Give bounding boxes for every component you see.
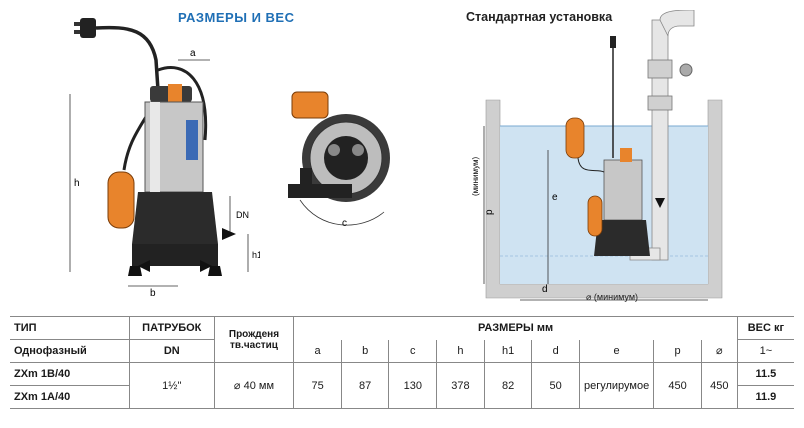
dim-header: b bbox=[340, 339, 389, 363]
col-solids-line1: Прожденя bbox=[228, 328, 280, 340]
label-h: h bbox=[74, 178, 80, 189]
dim-value: 378 bbox=[436, 362, 485, 409]
phase-label: Однофазный bbox=[10, 339, 130, 363]
weight-sub: 1~ bbox=[736, 339, 794, 363]
col-dims: РАЗМЕРЫ мм bbox=[293, 316, 738, 340]
col-type: ТИП bbox=[10, 316, 130, 340]
table-row: ZXm 1A/40 11.9 bbox=[10, 385, 794, 409]
dim-header: a bbox=[293, 339, 342, 363]
header-row: ТИП ПАТРУБОК Прожденя тв.частиц РАЗМЕРЫ … bbox=[10, 316, 794, 363]
installation-diagram: p (минимум) e d ⌀ (минимум) bbox=[471, 10, 723, 302]
solids-value: ⌀ 40 мм bbox=[213, 362, 294, 409]
dim-header: c bbox=[388, 339, 437, 363]
dim-value: 130 bbox=[388, 362, 437, 409]
dim-value: 50 bbox=[531, 362, 580, 409]
label-b: b bbox=[150, 288, 156, 299]
dim-value: регулирумое bbox=[578, 362, 654, 409]
dim-value: 82 bbox=[483, 362, 532, 409]
dim-value: 87 bbox=[340, 362, 389, 409]
label-dn: DN bbox=[236, 210, 249, 220]
col-solids: Прожденя тв.частиц bbox=[213, 316, 294, 363]
label-h1: h1 bbox=[252, 250, 260, 260]
weight-value: 11.9 bbox=[736, 385, 794, 409]
dim-value: 75 bbox=[293, 362, 342, 409]
float-switch bbox=[107, 171, 135, 229]
col-outlet: ПАТРУБОК bbox=[128, 316, 215, 340]
model-name: ZXm 1A/40 bbox=[10, 385, 130, 409]
specs-table: ТИП ПАТРУБОК Прожденя тв.частиц РАЗМЕРЫ … bbox=[10, 316, 794, 409]
page-title: РАЗМЕРЫ И ВЕС bbox=[178, 10, 295, 25]
outlet-value: 1½" bbox=[128, 362, 215, 409]
table-row: ZXm 1B/40 1½" ⌀ 40 мм 75 87 130 378 82 5… bbox=[10, 362, 794, 409]
label-d: d bbox=[542, 284, 548, 295]
dim-value: 450 bbox=[653, 362, 702, 409]
col-weight: ВЕС кг bbox=[736, 316, 794, 340]
outlet-sub: DN bbox=[128, 339, 215, 363]
model-name: ZXm 1B/40 bbox=[10, 362, 130, 386]
dim-header: h1 bbox=[483, 339, 532, 363]
dim-header: d bbox=[531, 339, 580, 363]
label-e: e bbox=[552, 192, 558, 203]
label-p-min: (минимум) bbox=[471, 156, 480, 196]
label-a: a bbox=[190, 48, 196, 59]
label-diam-min: ⌀ (минимум) bbox=[586, 292, 638, 302]
plug-icon bbox=[74, 18, 160, 91]
dim-value: 450 bbox=[700, 362, 738, 409]
weight-value: 11.5 bbox=[736, 362, 794, 386]
label-c: c bbox=[342, 218, 347, 229]
pump-top-view: c bbox=[288, 91, 390, 229]
subheader-row: Однофазный DN a b c h h1 d e p ⌀ 1~ bbox=[10, 339, 794, 363]
label-p: p bbox=[484, 209, 495, 215]
dim-header: ⌀ bbox=[700, 339, 738, 363]
dim-header: h bbox=[436, 339, 485, 363]
install-title: Стандартная установка bbox=[466, 10, 613, 24]
dim-header: p bbox=[653, 339, 702, 363]
dim-header: e bbox=[578, 339, 654, 363]
pump-side-view: h b a DN h1 bbox=[69, 18, 260, 299]
col-solids-line2: тв.частиц bbox=[230, 339, 278, 351]
